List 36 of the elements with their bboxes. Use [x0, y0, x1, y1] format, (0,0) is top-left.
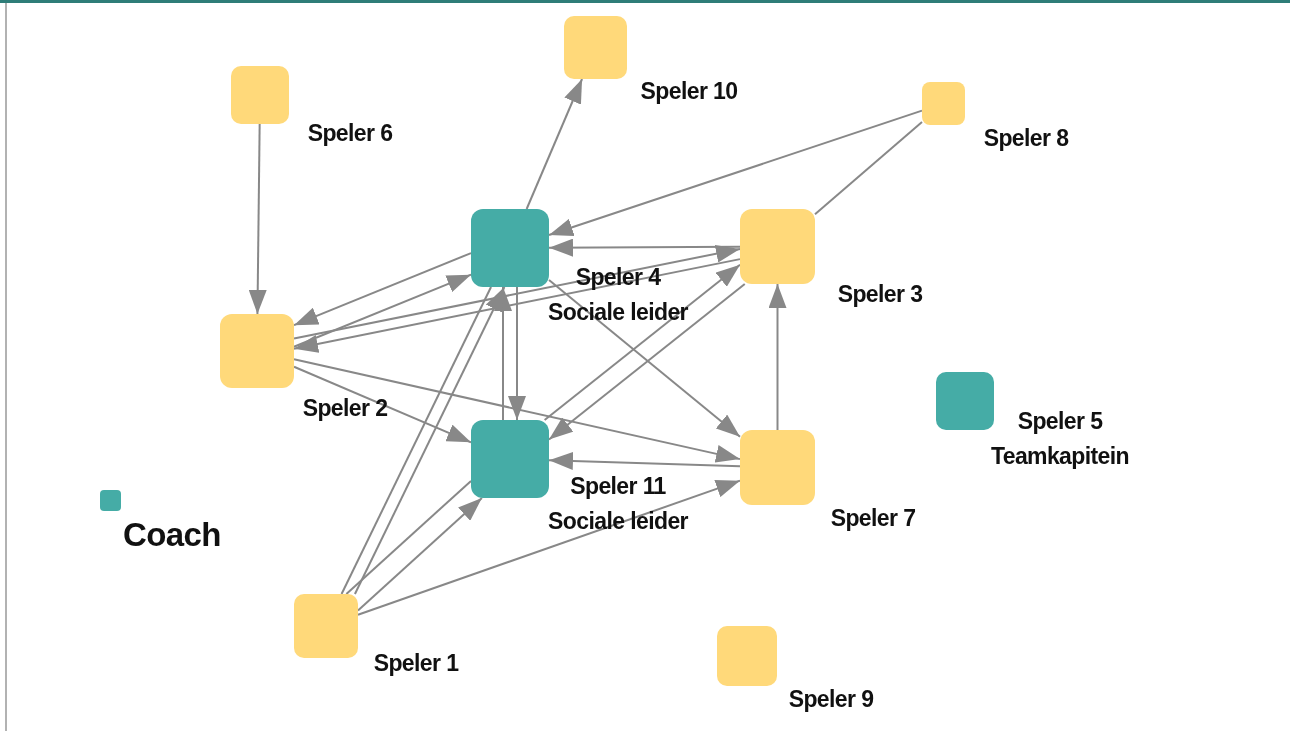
player-name: Speler 2: [302, 394, 388, 423]
arrow: [293, 258, 741, 353]
player-name: Speler 7: [830, 504, 916, 533]
role-label: Sociale leider: [548, 506, 688, 536]
arrow: [548, 452, 741, 470]
arrow: [293, 358, 741, 463]
arrow: [543, 263, 741, 421]
arrow: [548, 238, 741, 257]
player-name: Speler 1: [373, 649, 459, 678]
player-name: Speler 5: [1016, 407, 1104, 436]
arrow: [548, 109, 923, 236]
connector-line: [814, 121, 923, 216]
player-name: Speler 8: [983, 124, 1069, 153]
player-name: Speler 9: [788, 685, 874, 714]
arrow: [357, 497, 483, 612]
player-name: Speler 10: [640, 77, 738, 106]
connector-line: [340, 286, 492, 595]
connector-line: [345, 479, 472, 595]
arrow: [293, 252, 472, 327]
arrow: [293, 273, 472, 348]
role-label: Teamkapitein: [990, 441, 1130, 471]
arrow: [525, 78, 584, 210]
arrow: [768, 283, 787, 431]
role-label: Sociale leider: [548, 297, 688, 327]
player-name: Coach: [123, 515, 221, 555]
arrow: [357, 479, 741, 616]
arrow: [293, 365, 472, 444]
player-name: Speler 11: [569, 472, 667, 501]
player-name: Speler 6: [307, 119, 393, 148]
player-name: Speler 3: [837, 280, 923, 309]
arrow: [293, 244, 741, 340]
arrow: [248, 123, 267, 315]
arrow: [353, 286, 506, 595]
arrow: [508, 286, 526, 421]
player-name: Speler 4: [574, 263, 662, 292]
arrow: [494, 286, 512, 421]
